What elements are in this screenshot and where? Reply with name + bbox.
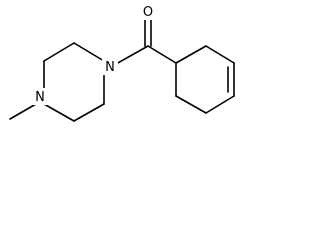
amide-bond xyxy=(115,45,149,65)
methyl-bond xyxy=(9,103,37,120)
carbonyl-ring-bond xyxy=(147,45,177,64)
piperazine-bond-4 xyxy=(43,103,75,122)
amide-nitrogen-atom-label: N xyxy=(105,60,115,75)
piperazine-bond-1 xyxy=(73,42,105,62)
cyclohexene-bond-1 xyxy=(175,45,207,64)
methyl-nitrogen-atom-label: N xyxy=(35,90,45,105)
cyclohexene-bond-2 xyxy=(205,45,235,64)
piperazine-bond-5 xyxy=(73,103,105,122)
molecule-structure: O N N xyxy=(9,3,235,122)
oxygen-atom-label: O xyxy=(143,5,153,20)
cyclohexene-bond-4 xyxy=(205,95,235,114)
cyclohexene-bond-5 xyxy=(175,95,207,114)
piperazine-bond-2 xyxy=(43,42,75,62)
